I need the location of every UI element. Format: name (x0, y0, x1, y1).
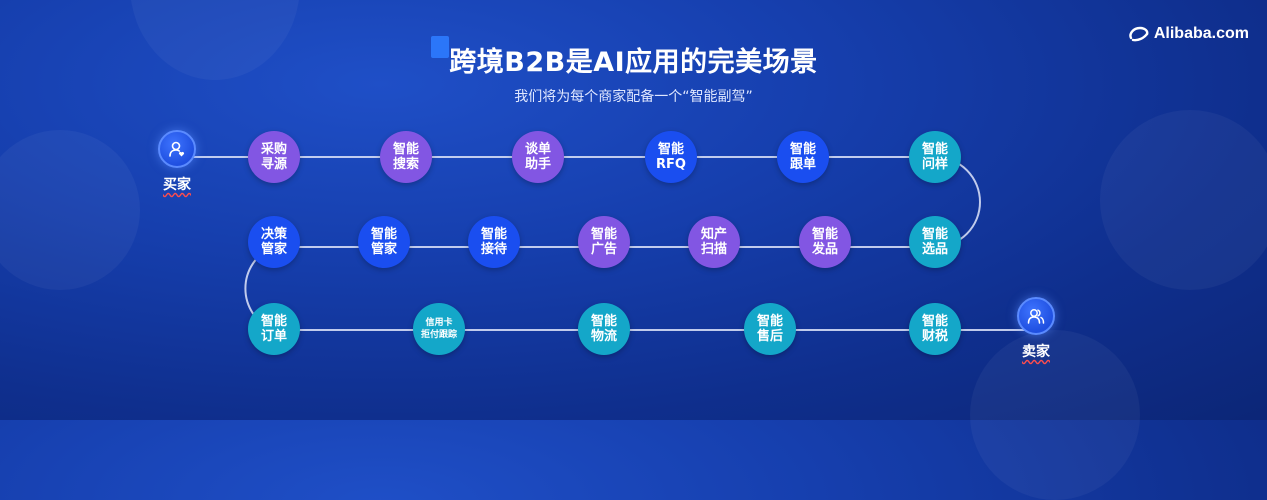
node-label-line1: 智能 (657, 142, 684, 157)
node-negotiation-assistant[interactable]: 谈单 助手 (512, 131, 564, 183)
node-label-line2: 物流 (590, 329, 617, 344)
node-label-line2: 选品 (921, 242, 948, 257)
node-label-line2: 接待 (480, 242, 507, 257)
node-label-line1: 知产 (700, 227, 727, 242)
alibaba-logo-icon (1129, 26, 1149, 42)
node-smart-manager[interactable]: 智能 管家 (358, 216, 410, 268)
alibaba-logo: Alibaba.com (1128, 25, 1249, 43)
node-label-line2: 发品 (811, 242, 838, 257)
node-chargeback-tracking[interactable]: 信用卡 拒付跟踪 (413, 303, 465, 355)
page-title: 跨境B2B是AI应用的完美场景 (449, 47, 818, 78)
node-label-line1: 智能 (392, 142, 419, 157)
node-label-line1: 智能 (789, 142, 816, 157)
node-smart-sample-inquiry[interactable]: 智能 问样 (909, 131, 961, 183)
node-label-line2: 售后 (756, 329, 783, 344)
node-label-line1: 采购 (260, 142, 287, 157)
node-label-line2: 问样 (921, 157, 948, 172)
node-smart-order-tracking[interactable]: 智能 跟单 (777, 131, 829, 183)
node-label-line2: 扫描 (700, 242, 727, 257)
node-label-line1: 决策 (260, 227, 287, 242)
node-label-line2: 搜索 (392, 157, 419, 172)
node-label-line1: 智能 (756, 314, 783, 329)
node-smart-finance-tax[interactable]: 智能 财税 (909, 303, 961, 355)
page-subtitle: 我们将为每个商家配备一个“智能副驾” (514, 89, 753, 105)
node-label-line2: 跟单 (789, 157, 816, 172)
node-smart-advertising[interactable]: 智能 广告 (578, 216, 630, 268)
node-label-line2: 订单 (260, 329, 287, 344)
title-accent-bar (431, 36, 449, 58)
node-smart-product-publish[interactable]: 智能 发品 (799, 216, 851, 268)
buyer-person-icon (158, 130, 196, 168)
node-label-line1: 智能 (480, 227, 507, 242)
alibaba-logo-text: Alibaba.com (1153, 25, 1249, 42)
node-smart-product-selection[interactable]: 智能 选品 (909, 216, 961, 268)
node-label-line1: 智能 (921, 314, 948, 329)
node-smart-reception[interactable]: 智能 接待 (468, 216, 520, 268)
node-smart-rfq[interactable]: 智能 RFQ (645, 131, 697, 183)
buyer-role: 买家 (158, 130, 196, 194)
node-label-line1: 智能 (370, 227, 397, 242)
node-label-line2: 寻源 (260, 157, 287, 172)
node-smart-logistics[interactable]: 智能 物流 (578, 303, 630, 355)
node-label-line2: 广告 (590, 242, 617, 257)
node-label-line2: 管家 (260, 242, 287, 257)
node-smart-after-sales[interactable]: 智能 售后 (744, 303, 796, 355)
node-label-line1: 智能 (921, 142, 948, 157)
node-label-line2: RFQ (656, 157, 686, 172)
node-ip-scan[interactable]: 知产 扫描 (688, 216, 740, 268)
node-label-line1: 智能 (260, 314, 287, 329)
node-label-line2: 拒付跟踪 (420, 330, 457, 340)
seller-label: 卖家 (1022, 344, 1050, 360)
seller-people-icon (1017, 297, 1055, 335)
node-label-line1: 信用卡 (425, 318, 453, 328)
node-smart-search[interactable]: 智能 搜索 (380, 131, 432, 183)
flow-path (175, 156, 1035, 331)
node-label-line1: 智能 (921, 227, 948, 242)
buyer-label: 买家 (163, 177, 191, 193)
node-label-line1: 智能 (590, 227, 617, 242)
node-label-line2: 财税 (921, 329, 948, 344)
node-label-line2: 助手 (524, 157, 551, 172)
node-smart-orders[interactable]: 智能 订单 (248, 303, 300, 355)
node-label-line1: 智能 (811, 227, 838, 242)
seller-role: 卖家 (1017, 297, 1055, 361)
node-label-line1: 谈单 (524, 142, 551, 157)
node-procurement-sourcing[interactable]: 采购 寻源 (248, 131, 300, 183)
node-label-line2: 管家 (370, 242, 397, 257)
node-label-line1: 智能 (590, 314, 617, 329)
node-decision-manager[interactable]: 决策 管家 (248, 216, 300, 268)
